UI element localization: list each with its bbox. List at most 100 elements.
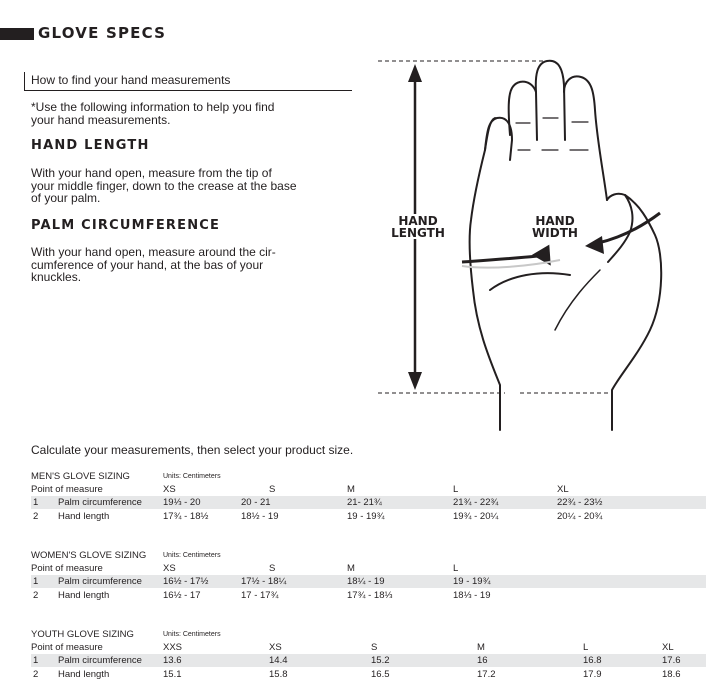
table-cell: 21- 21¾: [347, 497, 382, 508]
table-cell: 16: [477, 655, 488, 666]
size-header: L: [583, 642, 589, 653]
length-label-line: LENGTH: [391, 226, 445, 240]
size-header: M: [347, 563, 355, 574]
hand-length-text: With your hand open, measure from the ti…: [31, 167, 321, 205]
width-label-line: WIDTH: [532, 226, 578, 240]
divider: [24, 72, 25, 91]
point-of-measure-label: Point of measure: [31, 484, 103, 495]
size-header: M: [347, 484, 355, 495]
size-header: XL: [557, 484, 569, 495]
units-label: Units: Centimeters: [163, 631, 221, 638]
row-number: 2: [33, 590, 39, 601]
size-header: S: [269, 484, 276, 495]
row-number: 2: [33, 511, 39, 522]
row-label: Hand length: [58, 590, 110, 601]
length-label-line: HAND: [398, 214, 437, 228]
table-cell: 16½ - 17½: [163, 576, 209, 587]
point-of-measure-label: Point of measure: [31, 563, 103, 574]
size-header: L: [453, 563, 459, 574]
page-title: GLOVE SPECS: [38, 24, 167, 42]
table-cell: 15.1: [163, 669, 182, 680]
row-number: 1: [33, 576, 39, 587]
palm-circumference-text: With your hand open, measure around the …: [31, 246, 321, 284]
row-label: Palm circumference: [58, 497, 142, 508]
size-header: XS: [269, 642, 282, 653]
table-cell: 17.6: [662, 655, 681, 666]
row-number: 1: [33, 655, 39, 666]
table-cell: 18.6: [662, 669, 681, 680]
table-header-row: Point of measure XS S M L: [31, 562, 706, 575]
header-bar: [0, 28, 34, 40]
row-label: Hand length: [58, 669, 110, 680]
intro-note-line: your hand measurements.: [31, 112, 171, 127]
hand-measurement-diagram: HAND LENGTH HAND WIDTH: [378, 59, 663, 431]
divider: [24, 90, 352, 91]
table-cell: 18⅓ - 19: [453, 590, 491, 601]
width-arrow-head-right: [585, 236, 604, 254]
size-header: XXS: [163, 642, 183, 653]
hand-length-line: of your palm.: [31, 191, 101, 205]
palm-band: [461, 259, 561, 269]
table-cell: 16.8: [583, 655, 602, 666]
table-cell: 14.4: [269, 655, 288, 666]
width-label-line: HAND: [535, 214, 574, 228]
table-cell: 20 - 21: [241, 497, 271, 508]
row-number: 2: [33, 669, 39, 680]
table-cell: 19⅓ - 20: [163, 497, 201, 508]
table-title: YOUTH GLOVE SIZING: [31, 629, 134, 640]
table-row: 2 Hand length 16½ - 17 17 - 17¾ 17¾ - 18⅓ 18⅓…: [31, 589, 706, 602]
table-title: MEN'S GLOVE SIZING: [31, 471, 130, 482]
size-header: L: [453, 484, 459, 495]
palm-circumference-title: PALM CIRCUMFERENCE: [31, 218, 221, 233]
length-label-bg: [388, 214, 444, 239]
size-header: XS: [163, 563, 176, 574]
table-cell: 16½ - 17: [163, 590, 201, 601]
intro-note: *Use the following information to help y…: [31, 101, 321, 126]
hand-length-title: HAND LENGTH: [31, 138, 150, 153]
palm-circumference-line: With your hand open, measure around the …: [31, 245, 276, 259]
hand-outline: [468, 59, 663, 431]
table-cell: 13.6: [163, 655, 182, 666]
table-header-row: Point of measure XS S M L XL: [31, 483, 706, 496]
table-cell: 19¾ - 20¼: [453, 511, 499, 522]
table-cell: 17.9: [583, 669, 602, 680]
table-cell: 17¾ - 18½: [163, 511, 209, 522]
size-header: S: [371, 642, 378, 653]
point-of-measure-label: Point of measure: [31, 642, 103, 653]
table-cell: 20¼ - 20¾: [557, 511, 603, 522]
length-arrow-head-down: [408, 372, 422, 390]
howto-heading: How to find your hand measurements: [31, 73, 231, 87]
table-cell: 17.2: [477, 669, 496, 680]
table-row: 2 Hand length 17¾ - 18½ 18½ - 19 19 - 19¾ 19¾…: [31, 510, 706, 523]
size-header: M: [477, 642, 485, 653]
table-row: 1 Palm circumference 19⅓ - 20 20 - 21 21- 21…: [31, 496, 706, 509]
table-cell: 17¾ - 18⅓: [347, 590, 393, 601]
table-header-row: Point of measure XXS XS S M L XL: [31, 641, 706, 654]
intro-note-line: *Use the following information to help y…: [31, 100, 275, 114]
table-cell: 22¾ - 23½: [557, 497, 603, 508]
palm-circumference-line: knuckles.: [31, 270, 82, 284]
row-number: 1: [33, 497, 39, 508]
length-arrow-head-up: [408, 64, 422, 82]
size-header: S: [269, 563, 276, 574]
table-cell: 18¼ - 19: [347, 576, 385, 587]
table-cell: 17 - 17¾: [241, 590, 279, 601]
units-label: Units: Centimeters: [163, 552, 221, 559]
size-header: XS: [163, 484, 176, 495]
row-label: Palm circumference: [58, 576, 142, 587]
row-label: Hand length: [58, 511, 110, 522]
table-cell: 17½ - 18¼: [241, 576, 287, 587]
hand-length-line: With your hand open, measure from the ti…: [31, 166, 272, 180]
table-cell: 19 - 19¾: [453, 576, 491, 587]
calc-instruction: Calculate your measurements, then select…: [31, 443, 354, 457]
table-title: WOMEN'S GLOVE SIZING: [31, 550, 147, 561]
table-cell: 21¾ - 22¾: [453, 497, 499, 508]
table-cell: 19 - 19¾: [347, 511, 385, 522]
units-label: Units: Centimeters: [163, 473, 221, 480]
size-header: XL: [662, 642, 674, 653]
row-label: Palm circumference: [58, 655, 142, 666]
table-cell: 18½ - 19: [241, 511, 279, 522]
width-arrow-right: [597, 211, 661, 245]
